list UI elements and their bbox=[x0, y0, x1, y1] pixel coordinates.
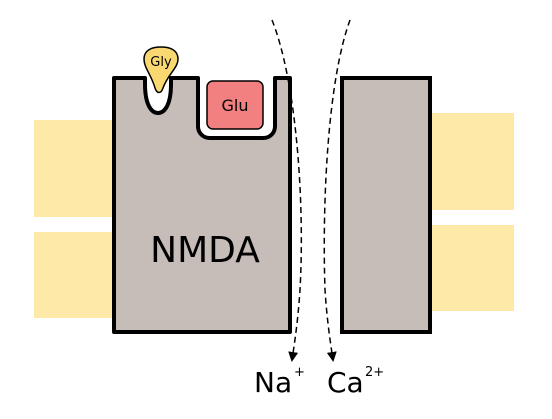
glycine-shape bbox=[143, 46, 179, 94]
glycine-ligand: Gly bbox=[143, 46, 179, 94]
membrane bbox=[34, 113, 514, 318]
glutamate-label: Glu bbox=[222, 96, 249, 115]
sodium-ion-label: Na + bbox=[254, 365, 305, 399]
membrane-lower-left bbox=[34, 232, 124, 318]
calcium-flux-arrow bbox=[323, 19, 351, 362]
membrane-upper-right bbox=[420, 113, 514, 210]
sodium-charge: + bbox=[294, 365, 305, 380]
calcium-ion-label: Ca 2+ bbox=[327, 365, 384, 399]
calcium-charge: 2+ bbox=[365, 365, 384, 380]
glutamate-ligand: Glu bbox=[206, 80, 264, 130]
calcium-symbol: Ca bbox=[327, 366, 364, 399]
membrane-lower-right bbox=[420, 225, 514, 311]
glycine-label: Gly bbox=[150, 55, 172, 70]
sodium-symbol: Na bbox=[254, 366, 292, 399]
receptor-label: NMDA bbox=[150, 230, 260, 271]
receptor-right-subunit bbox=[340, 76, 432, 334]
membrane-upper-left bbox=[34, 120, 124, 217]
glutamate-shape bbox=[206, 80, 264, 130]
sodium-flux-arrow bbox=[271, 19, 303, 362]
receptor-left-subunit bbox=[112, 76, 292, 334]
